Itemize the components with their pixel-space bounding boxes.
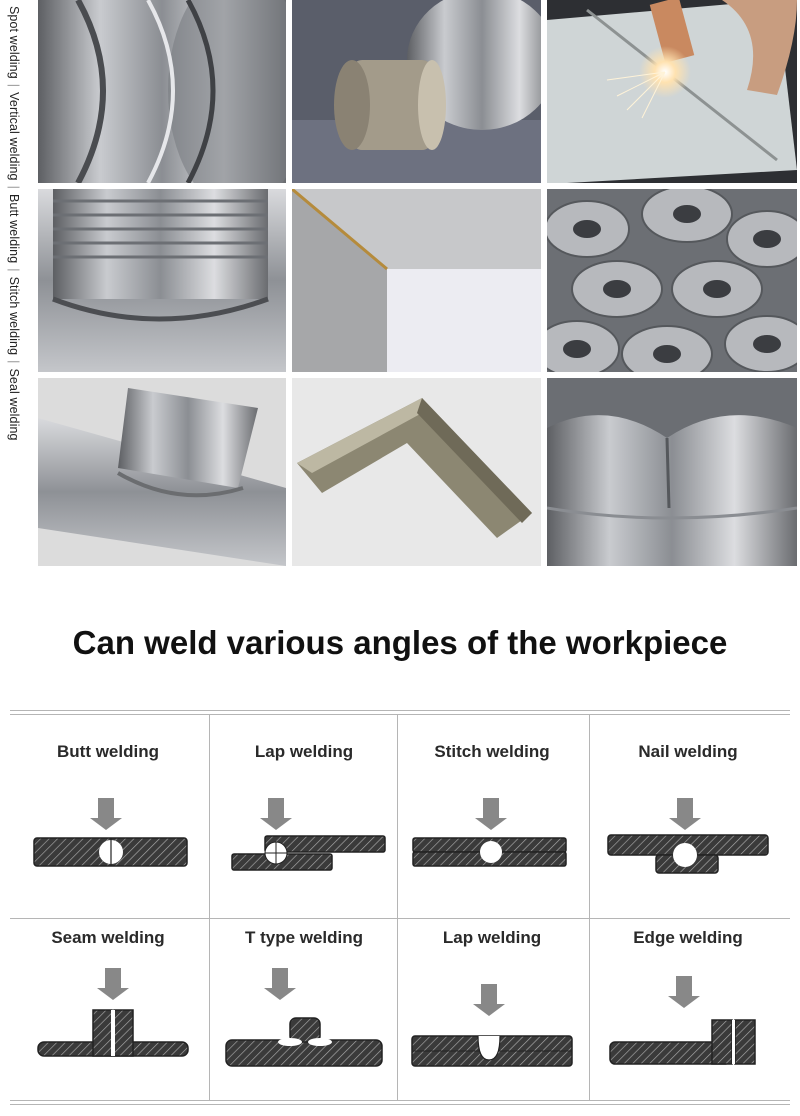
photo-corner-welding-frame [292,189,541,372]
seam-weld-diagram-icon [37,968,189,1057]
cell-label: Butt welding [57,742,159,761]
cell-label: Stitch welding [434,742,550,761]
nail-weld-diagram-icon [607,798,769,874]
side-label-butt: Butt welding [7,193,21,264]
lap-weld-diagram-icon [231,798,386,871]
cell-label: Seam welding [51,928,165,947]
side-label-stitch: Stitch welding [7,276,21,356]
side-label-seal: Seal welding [7,368,21,441]
side-welding-types-label: Spot welding|Vertical welding|Butt weldi… [7,6,21,441]
table-col-divider-2 [397,714,398,1100]
photo-handheld-welding-sparks [547,0,797,183]
table-bottom-rule [10,1100,790,1101]
photo-butt-welding-threaded-pipe [38,189,286,372]
side-label-spot: Spot welding [7,6,21,79]
side-label-vertical: Vertical welding [7,92,21,181]
t-type-weld-diagram-icon [225,968,383,1067]
photo-angle-welding-profile [292,378,541,566]
stitch-weld-diagram-icon [412,798,567,867]
cell-stitch-welding: Stitch welding [398,718,586,898]
cell-t-type-welding: T type welding [210,904,398,1084]
photo-spot-welding-cylinder [38,0,286,183]
photo-vertical-welding-pipe [292,0,541,183]
cell-lap-groove-welding: Lap welding [398,904,586,1084]
cell-butt-welding: Butt welding [14,718,202,898]
table-top-rule-2 [10,714,790,715]
photo-seam-welding-curved [547,378,797,566]
photo-seal-welding-tee-pipe [38,378,286,566]
table-col-divider-3 [589,714,590,1100]
photo-stitch-welding-flanges [547,189,797,372]
cell-label: T type welding [244,928,364,947]
table-mid-rule [10,918,790,919]
edge-weld-diagram-icon [609,976,756,1065]
cell-edge-welding: Edge welding [594,904,782,1084]
butt-weld-diagram-icon [33,798,188,867]
cell-label: Edge welding [633,928,743,947]
cell-label: Lap welding [254,742,354,761]
cell-seam-welding: Seam welding [14,904,202,1084]
cell-nail-welding: Nail welding [594,718,782,898]
cell-label: Lap welding [442,928,542,947]
lap-groove-weld-diagram-icon [411,984,573,1067]
table-bottom-rule-2 [10,1104,790,1105]
page-heading: Can weld various angles of the workpiece [72,624,728,661]
table-col-divider-1 [209,714,210,1100]
cell-label: Nail welding [638,742,738,761]
table-top-rule [10,710,790,711]
cell-lap-welding: Lap welding [210,718,398,898]
